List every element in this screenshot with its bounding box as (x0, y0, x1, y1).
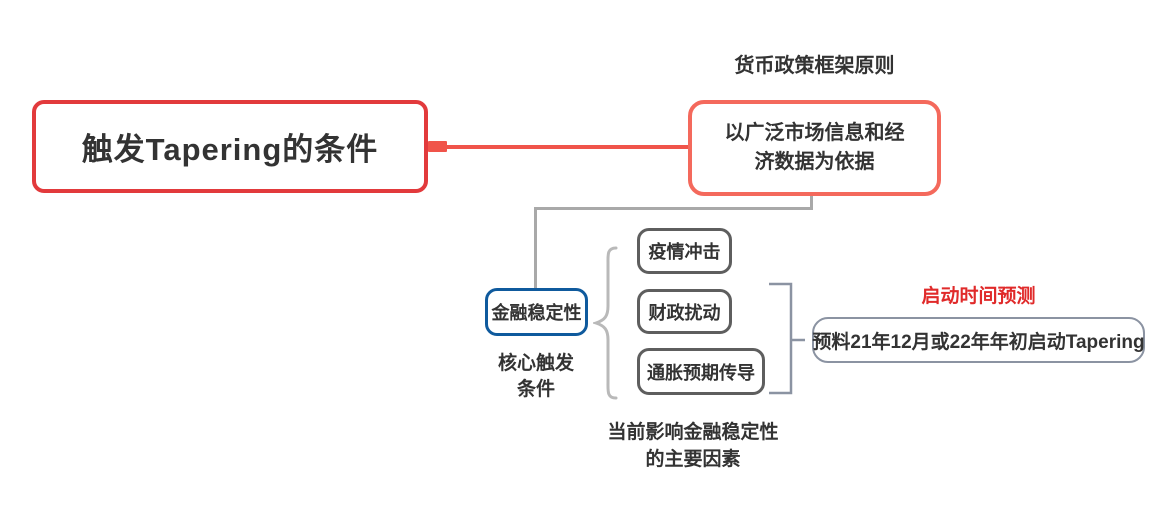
factor-node-pandemic[interactable]: 疫情冲击 (637, 228, 732, 274)
branch-connector-line (445, 145, 688, 149)
factor-label: 疫情冲击 (648, 242, 721, 262)
stability-caption-label[interactable]: 核心触发 条件 (472, 351, 600, 403)
policy-branch-title-label[interactable]: 货币政策框架原则 (734, 55, 895, 77)
branch-collapse-handle-icon[interactable] (428, 141, 447, 152)
factor-node-fiscal[interactable]: 财政扰动 (637, 289, 732, 334)
stability-topic-label: 金融稳定性 (491, 303, 582, 323)
policy-topic-label-line2: 济数据为依据 (754, 151, 875, 173)
prediction-topic-label: 预料21年12月或22年年初启动Tapering (812, 331, 1145, 353)
factors-caption-line2: 的主要因素 (645, 449, 741, 470)
factors-caption-line1: 当前影响金融稳定性 (607, 422, 779, 443)
elbow-connector-vertical-bottom (534, 207, 537, 288)
stability-topic-node[interactable]: 金融稳定性 (485, 288, 588, 336)
prediction-title-label[interactable]: 启动时间预测 (921, 286, 1036, 307)
policy-topic-label-line1: 以广泛市场信息和经 (724, 122, 905, 144)
curly-brace-icon (593, 246, 618, 400)
factor-label: 通胀预期传导 (647, 362, 755, 383)
factors-caption-label[interactable]: 当前影响金融稳定性 的主要因素 (583, 419, 803, 473)
factor-label: 财政扰动 (648, 302, 721, 323)
prediction-topic-node[interactable]: 预料21年12月或22年年初启动Tapering (812, 317, 1145, 363)
root-topic-label: 触发Tapering的条件 (81, 132, 379, 167)
summary-bracket-icon (769, 282, 805, 395)
policy-topic-node[interactable]: 以广泛市场信息和经 济数据为依据 (688, 100, 941, 196)
root-topic-node[interactable]: 触发Tapering的条件 (32, 100, 428, 193)
stability-caption-line1: 核心触发 (497, 353, 574, 374)
factor-node-inflation[interactable]: 通胀预期传导 (637, 348, 765, 395)
elbow-connector-horizontal (534, 207, 813, 210)
stability-caption-line2: 条件 (516, 379, 555, 400)
elbow-connector-vertical-top (810, 196, 813, 209)
